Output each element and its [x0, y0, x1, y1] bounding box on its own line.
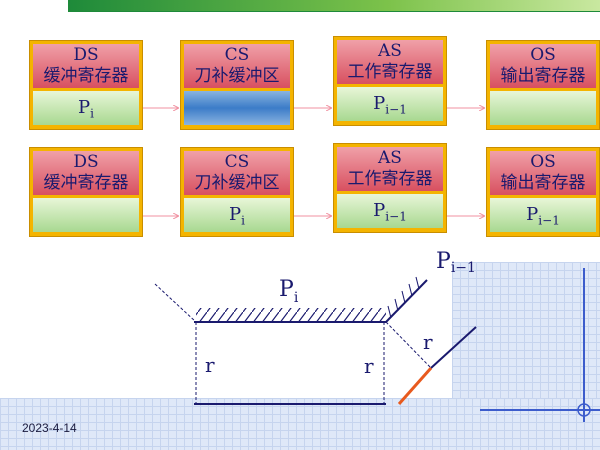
register-desc: 工作寄存器	[347, 169, 433, 189]
hatch-mark	[408, 283, 413, 297]
register-desc: 输出寄存器	[500, 173, 586, 193]
register-desc: 缓冲寄存器	[43, 66, 129, 86]
hatch-mark	[415, 276, 420, 290]
date-footer: 2023-4-14	[22, 421, 77, 435]
register-content: Pi	[184, 198, 290, 232]
register-name: CS	[224, 152, 250, 172]
tool-compensation-diagram: Pi Pi−1 r r r	[154, 249, 477, 405]
register-name: DS	[73, 45, 99, 65]
grid-background-bottom	[0, 398, 600, 450]
register-content	[184, 91, 290, 125]
label-r-left: r	[205, 353, 215, 377]
hatch-mark	[401, 290, 406, 304]
register-content: Pi−1	[337, 194, 443, 228]
register-name: AS	[378, 148, 402, 168]
register-content: Pi−1	[337, 87, 443, 121]
dashed-extension	[154, 283, 197, 323]
label-r-right: r	[364, 354, 374, 378]
register-desc: 刀补缓冲区	[194, 173, 280, 193]
register-name: OS	[530, 45, 556, 65]
label-pi: Pi	[279, 277, 299, 306]
hatch-mark	[387, 305, 392, 319]
label-r-slope: r	[423, 330, 433, 354]
contour-edge-pi-1	[385, 279, 428, 323]
register-name: OS	[530, 152, 556, 172]
register-content: Pi−1	[490, 198, 596, 232]
register-name: CS	[224, 45, 250, 65]
register-desc: 工作寄存器	[347, 62, 433, 82]
register-name: DS	[73, 152, 99, 172]
offset-path-pi-1	[430, 326, 477, 369]
register-name: AS	[378, 41, 402, 61]
register-desc: 缓冲寄存器	[43, 173, 129, 193]
workpiece-hatch	[196, 308, 386, 322]
register-desc: 刀补缓冲区	[194, 66, 280, 86]
offset-path-highlight	[397, 367, 433, 405]
label-pi-1: Pi−1	[436, 249, 476, 276]
register-content: Pi	[33, 91, 139, 125]
register-content	[33, 198, 139, 232]
register-desc: 输出寄存器	[500, 66, 586, 86]
top-banner	[0, 0, 600, 14]
hatch-mark	[394, 298, 399, 312]
crosshair-decoration	[480, 268, 600, 422]
offset-dashed-normal	[385, 321, 432, 369]
register-content	[490, 91, 596, 125]
